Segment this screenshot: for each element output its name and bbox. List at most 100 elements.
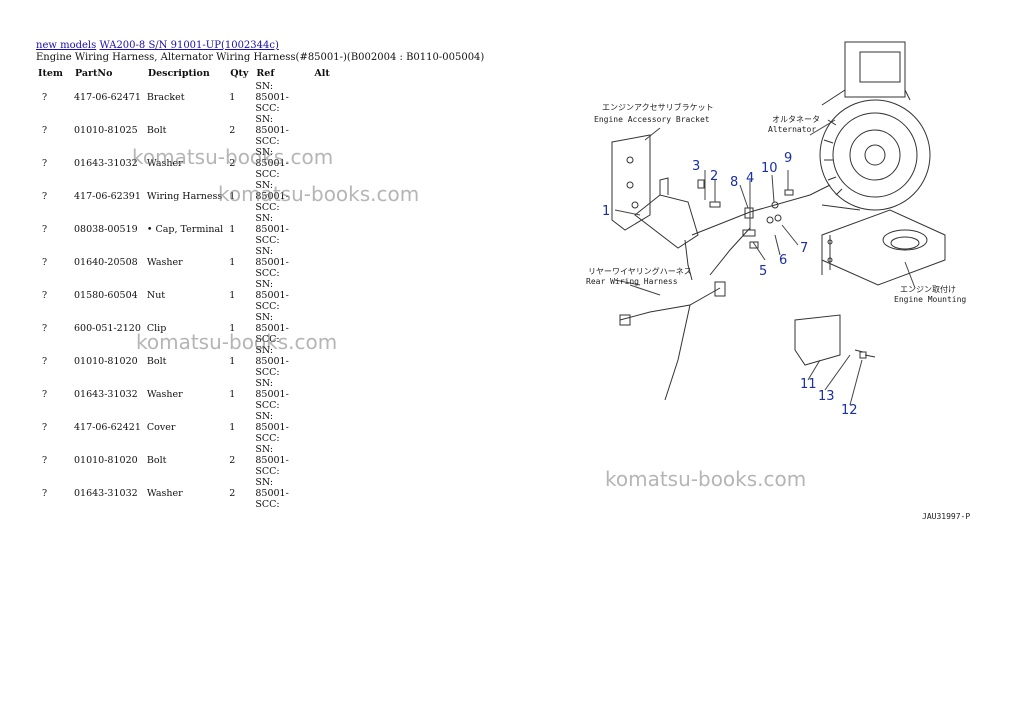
label-figure-code: JAU31997-P — [922, 512, 970, 521]
cell-alt — [310, 180, 333, 213]
cell-alt — [310, 411, 333, 444]
cell-item: ? — [42, 389, 48, 400]
cell-item: ? — [42, 158, 48, 169]
cell-partno: 600-051-2120 — [74, 323, 141, 334]
header-partno: PartNo — [75, 68, 113, 79]
cell-partno: 417-06-62391 — [74, 191, 141, 202]
cell-alt — [310, 213, 333, 246]
breadcrumb: new models WA200-8 S/N 91001-UP(1002344c… — [36, 40, 279, 51]
header-item: Item — [38, 68, 63, 79]
cell-alt — [310, 246, 333, 279]
callout-1: 1 — [602, 204, 610, 219]
cell-item: ? — [42, 92, 48, 103]
cell-description: Clip — [146, 323, 167, 334]
cell-qty: 1 — [229, 191, 236, 202]
header-ref: Ref — [256, 68, 275, 79]
cell-qty: 1 — [229, 323, 236, 334]
table-header-row: Item PartNo Description Qty Ref Alt — [34, 66, 334, 81]
parts-table: Item PartNo Description Qty Ref Alt ?417… — [34, 66, 334, 510]
cell-qty: 1 — [229, 356, 236, 367]
cell-partno: 01643-31032 — [74, 488, 138, 499]
cell-ref: SN: 85001-SCC: — [255, 81, 289, 114]
callout-10: 10 — [761, 161, 778, 176]
cell-alt — [310, 444, 333, 477]
cell-alt — [310, 81, 333, 114]
engine-mounting-drawing — [821, 209, 946, 286]
cell-description: Washer — [146, 257, 183, 268]
cell-description: Cover — [146, 422, 176, 433]
cell-description: Bolt — [146, 356, 167, 367]
cell-item: ? — [42, 224, 48, 235]
cell-partno: 01580-60504 — [74, 290, 138, 301]
cell-ref: SN: 85001-SCC: — [255, 114, 289, 147]
cell-alt — [310, 345, 333, 378]
callout-3: 3 — [692, 159, 700, 174]
label-alternator-en: Alternator — [768, 125, 816, 134]
cell-qty: 2 — [229, 158, 236, 169]
cell-partno: 01010-81020 — [74, 356, 138, 367]
cell-description: Wiring Harness — [146, 191, 223, 202]
cell-qty: 2 — [229, 455, 236, 466]
table-row: ? 417-06-62391 Wiring Harness 1 SN: 85001-SC… — [34, 180, 334, 213]
cell-qty: 2 — [229, 125, 236, 136]
cell-description: • Cap, Terminal — [146, 224, 224, 235]
cell-qty: 1 — [229, 389, 236, 400]
cell-description: Bolt — [146, 455, 167, 466]
label-rear-harness-en: Rear Wiring Harness — [586, 277, 678, 286]
cell-ref: SN: 85001-SCC: — [255, 345, 289, 378]
cell-description: Bracket — [146, 92, 185, 103]
label-bracket-jp: エンジンアクセサリブラケット — [602, 102, 714, 112]
cell-ref: SN: 85001-SCC: — [255, 180, 289, 213]
alternator-drawing — [819, 41, 931, 211]
cell-alt — [310, 147, 333, 180]
cell-item: ? — [42, 455, 48, 466]
callout-12: 12 — [841, 403, 858, 418]
cell-description: Washer — [146, 488, 183, 499]
cell-partno: 01640-20508 — [74, 257, 138, 268]
header-alt: Alt — [314, 68, 330, 79]
engine-accessory-bracket-drawing — [611, 134, 651, 231]
breadcrumb-link-model[interactable]: WA200-8 S/N 91001-UP(1002344c) — [99, 40, 279, 51]
cell-ref: SN: 85001-SCC: — [255, 444, 289, 477]
cell-qty: 1 — [229, 257, 236, 268]
callout-8: 8 — [730, 175, 738, 190]
cell-alt — [310, 477, 333, 510]
cell-partno: 01643-31032 — [74, 158, 138, 169]
cell-item: ? — [42, 356, 48, 367]
label-engine-mounting-en: Engine Mounting — [894, 295, 966, 304]
exploded-parts-diagram: エンジンアクセサリブラケット Engine Accessory Bracket … — [586, 41, 970, 521]
leader-lines — [614, 119, 916, 406]
callout-6: 6 — [779, 253, 787, 268]
label-engine-mounting-jp: エンジン取付け — [900, 284, 956, 294]
cell-alt — [310, 114, 333, 147]
cell-ref: SN: 85001-SCC: — [255, 312, 289, 345]
header-description: Description — [147, 68, 210, 79]
breadcrumb-link-new-models[interactable]: new models — [36, 40, 97, 51]
cell-ref: SN: 85001-SCC: — [255, 411, 289, 444]
label-alternator-jp: オルタネータ — [772, 115, 820, 124]
cell-qty: 1 — [229, 224, 236, 235]
cell-partno: 01643-31032 — [74, 389, 138, 400]
callout-13: 13 — [818, 389, 835, 404]
cell-ref: SN: 85001-SCC: — [255, 147, 289, 180]
cell-description: Washer — [146, 389, 183, 400]
page-title: Engine Wiring Harness, Alternator Wiring… — [36, 52, 485, 63]
cell-qty: 2 — [229, 488, 236, 499]
cell-item: ? — [42, 323, 48, 334]
cell-ref: SN: 85001-SCC: — [255, 378, 289, 411]
cell-description: Washer — [146, 158, 183, 169]
cell-item: ? — [42, 191, 48, 202]
callout-5: 5 — [759, 264, 767, 279]
cell-ref: SN: 85001-SCC: — [255, 246, 289, 279]
cell-item: ? — [42, 125, 48, 136]
table-row: ? 01010-81020 Bolt 1 SN: 85001-SCC: — [34, 345, 334, 378]
callout-4: 4 — [746, 171, 754, 186]
cell-qty: 1 — [229, 290, 236, 301]
cell-partno: 08038-00519 — [74, 224, 138, 235]
cell-qty: 1 — [229, 422, 236, 433]
